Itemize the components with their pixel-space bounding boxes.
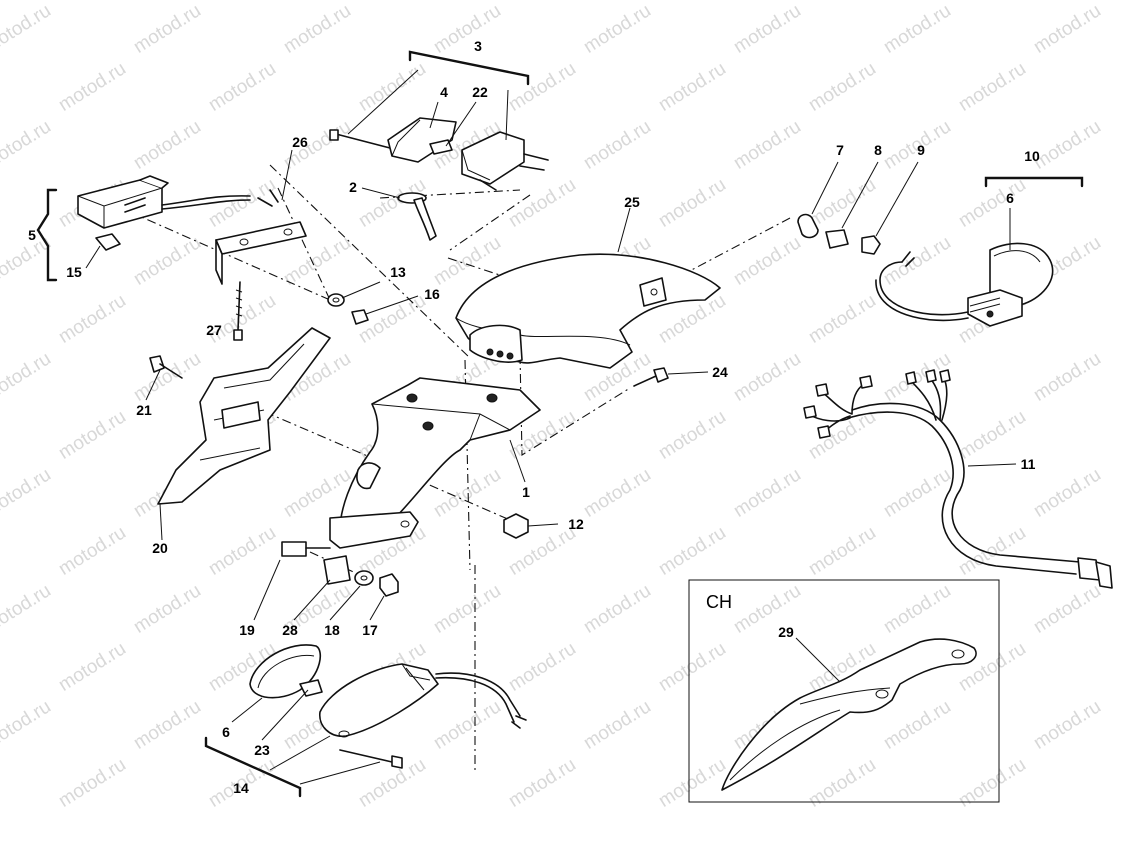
callout-28: 28 [282,622,298,638]
grommet-spacer-nut-7-8-9 [797,161,919,255]
callout-21: 21 [136,402,152,418]
callout-7: 7 [836,142,844,158]
callout-14: 14 [233,780,249,796]
callout-5: 5 [28,227,36,243]
callout-9: 9 [917,142,925,158]
turn-signal-14 [204,644,527,798]
plate-frame-20 [157,327,331,541]
callout-26: 26 [292,134,308,150]
callout-17: 17 [362,622,378,638]
wiring-harness-11 [803,369,1113,589]
plate-bolt-19-28-18-17 [253,541,399,621]
washer-nut-13-16 [327,281,419,325]
callout-15: 15 [66,264,82,280]
callout-22: 22 [472,84,488,100]
callout-27: 27 [206,322,222,338]
license-plate-holder-1 [329,377,541,549]
rear-fender-25 [455,207,721,369]
turn-signal-10 [875,176,1084,327]
callout-4: 4 [440,84,448,100]
callout-6a: 6 [1006,190,1014,206]
callout-20: 20 [152,540,168,556]
callout-12: 12 [568,516,584,532]
screw-24 [633,367,709,387]
callout-10: 10 [1024,148,1040,164]
callout-16: 16 [424,286,440,302]
callout-8: 8 [874,142,882,158]
callout-25: 25 [624,194,640,210]
license-light-5 [36,175,251,282]
callout-23: 23 [254,742,270,758]
callout-19: 19 [239,622,255,638]
callout-2: 2 [349,179,357,195]
inset-ch [688,579,1000,803]
reflector-assembly-3 [329,50,549,191]
inset-title: CH [706,592,732,612]
callout-3: 3 [474,38,482,54]
callout-6b: 6 [222,724,230,740]
callout-13: 13 [390,264,406,280]
callout-1: 1 [522,484,530,500]
screw-21 [145,355,183,401]
callout-29: 29 [778,624,794,640]
callout-24: 24 [712,364,728,380]
clip-2 [361,187,437,241]
bolt-5a [124,197,146,213]
nut-12 [503,513,559,539]
bracket-26 [215,149,307,341]
callout-11: 11 [1020,456,1036,472]
callout-18: 18 [324,622,340,638]
